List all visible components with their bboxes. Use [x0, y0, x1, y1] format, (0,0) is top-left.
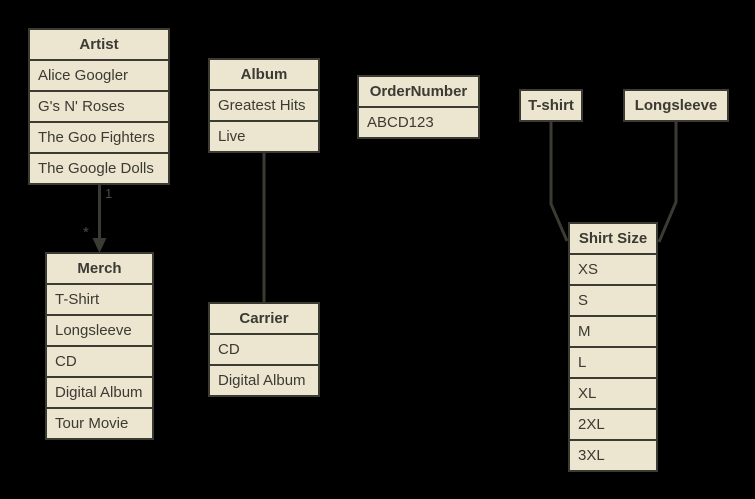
entity-album: Album Greatest Hits Live	[208, 58, 320, 153]
entity-longsleeve: Longsleeve	[623, 89, 729, 122]
entity-carrier-row: Digital Album	[210, 366, 318, 395]
entity-merch-row: Longsleeve	[47, 316, 152, 347]
entity-album-row: Greatest Hits	[210, 91, 318, 122]
entity-order-number-row: ABCD123	[359, 108, 478, 137]
edge-longsleeve-shirtsize	[657, 122, 678, 243]
edge-label-many: *	[83, 224, 89, 241]
entity-shirt-size-title: Shirt Size	[570, 224, 656, 255]
edge-tshirt-shirtsize	[549, 122, 569, 242]
entity-shirt-size: Shirt Size XS S M L XL 2XL 3XL	[568, 222, 658, 472]
entity-tshirt-title: T-shirt	[521, 91, 581, 120]
entity-shirt-size-row: M	[570, 317, 656, 348]
entity-merch-row: T-Shirt	[47, 285, 152, 316]
edge-artist-merch-arrowhead	[92, 238, 107, 253]
entity-shirt-size-row: XS	[570, 255, 656, 286]
entity-longsleeve-title: Longsleeve	[625, 91, 727, 120]
entity-merch-row: Tour Movie	[47, 409, 152, 438]
entity-shirt-size-row: L	[570, 348, 656, 379]
entity-artist-title: Artist	[30, 30, 168, 61]
entity-carrier: Carrier CD Digital Album	[208, 302, 320, 397]
edge-label-one: 1	[105, 186, 113, 201]
entity-tshirt: T-shirt	[519, 89, 583, 122]
entity-shirt-size-row: 3XL	[570, 441, 656, 470]
entity-artist-row: Alice Googler	[30, 61, 168, 92]
entity-shirt-size-row: S	[570, 286, 656, 317]
entity-merch-title: Merch	[47, 254, 152, 285]
entity-order-number-title: OrderNumber	[359, 77, 478, 108]
entity-order-number: OrderNumber ABCD123	[357, 75, 480, 139]
entity-artist-row: G's N' Roses	[30, 92, 168, 123]
entity-carrier-row: CD	[210, 335, 318, 366]
entity-artist: Artist Alice Googler G's N' Roses The Go…	[28, 28, 170, 185]
entity-album-title: Album	[210, 60, 318, 91]
entity-artist-row: The Goo Fighters	[30, 123, 168, 154]
entity-merch-row: Digital Album	[47, 378, 152, 409]
entity-album-row: Live	[210, 122, 318, 151]
entity-artist-row: The Google Dolls	[30, 154, 168, 183]
entity-merch-row: CD	[47, 347, 152, 378]
entity-merch: Merch T-Shirt Longsleeve CD Digital Albu…	[45, 252, 154, 440]
entity-shirt-size-row: XL	[570, 379, 656, 410]
entity-shirt-size-row: 2XL	[570, 410, 656, 441]
entity-carrier-title: Carrier	[210, 304, 318, 335]
